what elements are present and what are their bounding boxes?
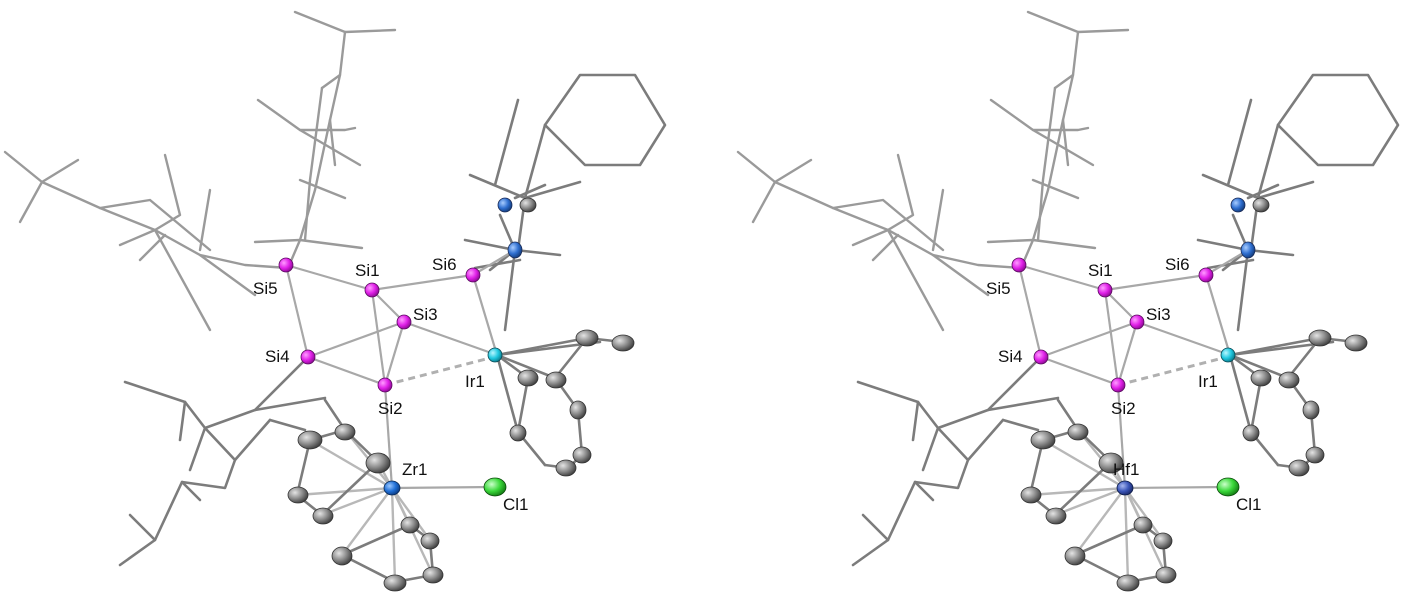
label-zr1: Zr1	[402, 460, 428, 479]
label-cl1: Cl1	[1236, 495, 1262, 514]
label-si6: Si6	[1165, 255, 1190, 274]
label-si5: Si5	[253, 279, 278, 298]
label-si1: Si1	[1088, 261, 1113, 280]
label-si3: Si3	[1146, 305, 1171, 324]
structure-left: Si5 Si1 Si6 Si3 Si4 Si2 Ir1 Zr1 Cl1	[3, 10, 667, 593]
label-si2: Si2	[378, 399, 403, 418]
label-cl1: Cl1	[503, 495, 529, 514]
label-si6: Si6	[432, 255, 457, 274]
zirconium-atom	[383, 480, 401, 496]
label-si2: Si2	[1111, 399, 1136, 418]
label-ir1: Ir1	[1198, 372, 1218, 391]
structure-right: Si5 Si1 Si6 Si3 Si4 Si2 Ir1 Hf1 Cl1	[736, 10, 1400, 593]
label-si4: Si4	[998, 347, 1023, 366]
label-si5: Si5	[986, 279, 1011, 298]
label-hf1: Hf1	[1113, 460, 1139, 479]
label-si4: Si4	[265, 347, 290, 366]
label-si3: Si3	[413, 305, 438, 324]
label-ir1: Ir1	[465, 372, 485, 391]
label-si1: Si1	[355, 261, 380, 280]
hafnium-atom	[1116, 480, 1134, 496]
